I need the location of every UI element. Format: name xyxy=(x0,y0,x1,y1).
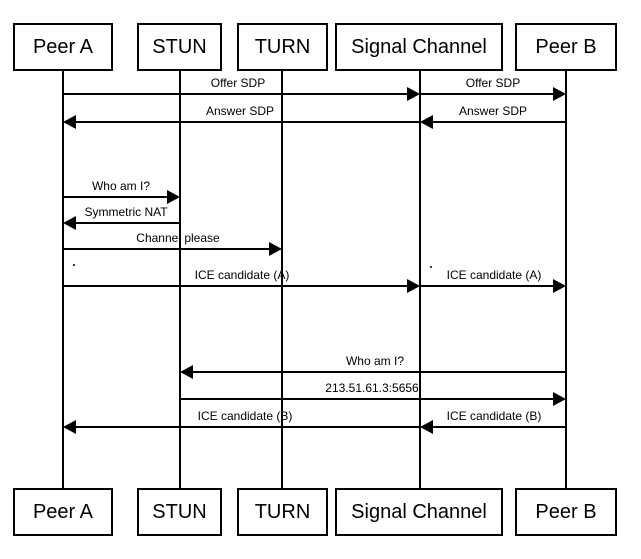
actor-box-signal-channel-top: Signal Channel xyxy=(335,23,503,71)
lifeline-signal-channel xyxy=(419,71,421,488)
arrowhead-left-icon xyxy=(63,216,76,230)
actor-box-turn-top: TURN xyxy=(237,23,328,71)
actor-box-turn-bottom: TURN xyxy=(237,488,328,536)
arrowhead-right-icon xyxy=(269,242,282,256)
message-line-offer-sdp-2 xyxy=(420,93,554,95)
arrowhead-left-icon xyxy=(180,365,193,379)
message-label-who-am-i-5: Who am I? xyxy=(91,179,151,193)
message-label-symmetric-nat-6: Symmetric NAT xyxy=(84,205,168,219)
message-label-answer-sdp-3: Answer SDP xyxy=(205,104,275,118)
actor-box-peer-a-top: Peer A xyxy=(13,23,113,71)
actor-box-signal-channel-bottom: Signal Channel xyxy=(335,488,503,536)
message-line-answer-sdp-4 xyxy=(432,121,566,123)
actor-box-peer-a-bottom: Peer A xyxy=(13,488,113,536)
message-line-ice-candidate-a-9 xyxy=(420,285,554,287)
message-label-offer-sdp-1: Offer SDP xyxy=(210,76,266,90)
message-line-offer-sdp-1 xyxy=(63,93,408,95)
lifeline-peer-b xyxy=(565,71,567,488)
message-line-symmetric-nat-6 xyxy=(75,222,180,224)
message-label-ice-candidate-a-8: ICE candidate (A) xyxy=(194,268,290,282)
arrowhead-right-icon xyxy=(553,87,566,101)
arrowhead-right-icon xyxy=(407,279,420,293)
dot-artifact-2 xyxy=(430,266,432,268)
message-label-answer-sdp-4: Answer SDP xyxy=(458,104,528,118)
arrowhead-left-icon xyxy=(420,115,433,129)
arrowhead-left-icon xyxy=(420,420,433,434)
message-label-ice-candidate-b-12: ICE candidate (B) xyxy=(197,409,293,423)
dot-artifact-1 xyxy=(73,264,75,266)
message-label-213-51-61-3-5656-11: 213.51.61.3:5656 xyxy=(325,381,419,395)
arrowhead-right-icon xyxy=(553,392,566,406)
message-label-who-am-i-10: Who am I? xyxy=(345,354,405,368)
message-line-213-51-61-3-5656-11 xyxy=(180,398,554,400)
actor-box-stun-top: STUN xyxy=(137,23,222,71)
actor-box-peer-b-top: Peer B xyxy=(515,23,617,71)
arrowhead-left-icon xyxy=(63,115,76,129)
message-line-who-am-i-10 xyxy=(192,371,566,373)
message-line-ice-candidate-b-12 xyxy=(75,426,420,428)
message-line-ice-candidate-a-8 xyxy=(63,285,408,287)
message-line-who-am-i-5 xyxy=(63,196,168,198)
lifeline-turn xyxy=(281,71,283,488)
arrowhead-left-icon xyxy=(63,420,76,434)
lifeline-peer-a xyxy=(62,71,64,488)
arrowhead-right-icon xyxy=(407,87,420,101)
actor-box-peer-b-bottom: Peer B xyxy=(515,488,617,536)
message-label-channel-please-7: Channel please xyxy=(136,231,220,245)
lifeline-stun xyxy=(179,71,181,488)
message-label-offer-sdp-2: Offer SDP xyxy=(465,76,521,90)
arrowhead-right-icon xyxy=(167,190,180,204)
message-label-ice-candidate-b-13: ICE candidate (B) xyxy=(446,409,542,423)
message-label-ice-candidate-a-9: ICE candidate (A) xyxy=(446,268,542,282)
message-line-ice-candidate-b-13 xyxy=(432,426,566,428)
arrowhead-right-icon xyxy=(553,279,566,293)
message-line-channel-please-7 xyxy=(63,248,270,250)
message-line-answer-sdp-3 xyxy=(75,121,420,123)
actor-box-stun-bottom: STUN xyxy=(137,488,222,536)
